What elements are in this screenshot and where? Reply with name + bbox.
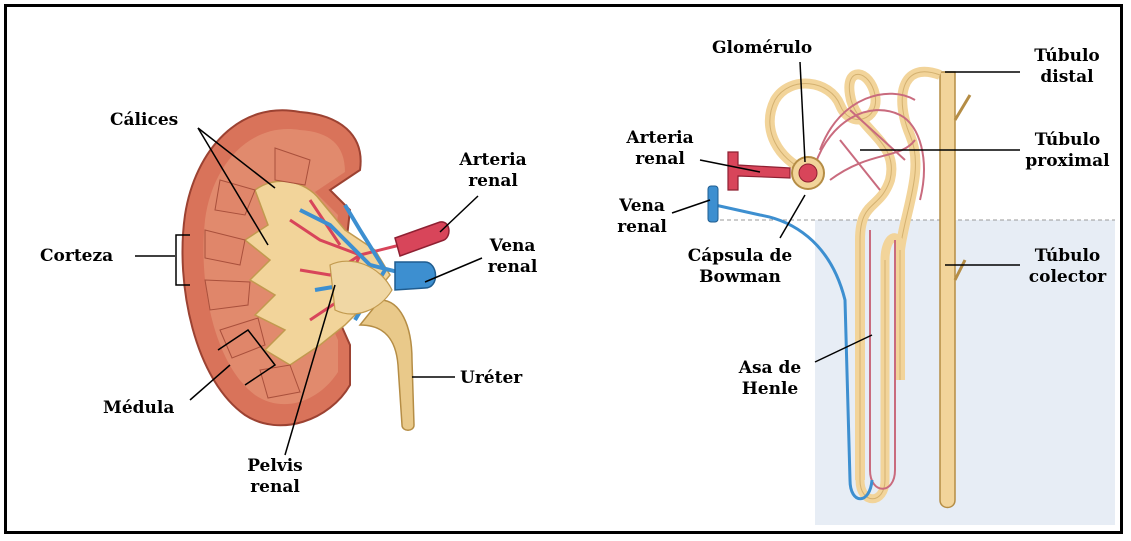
kidney-diagram: [135, 110, 482, 455]
label-capsula-line2: Bowman: [680, 267, 800, 288]
label-nephron-vena-line2: renal: [603, 217, 681, 238]
label-tubulo-colector: Túbulo colector: [1015, 246, 1120, 288]
label-tubulo-distal: Túbulo distal: [1022, 46, 1112, 88]
label-corteza: Corteza: [40, 246, 113, 267]
label-proximal-line2: proximal: [1015, 151, 1120, 172]
label-glomerulo: Glomérulo: [712, 38, 812, 59]
label-kidney-vena-renal: Vena renal: [470, 236, 555, 278]
collecting-duct: [940, 72, 955, 508]
label-kidney-arteria-renal: Arteria renal: [448, 150, 538, 192]
label-nephron-arteria-line2: renal: [615, 149, 705, 170]
label-ureter: Uréter: [460, 368, 522, 389]
label-kidney-vena-line1: Vena: [470, 236, 555, 257]
label-kidney-vena-line2: renal: [470, 257, 555, 278]
label-medula: Médula: [103, 398, 174, 419]
label-asa-line1: Asa de: [730, 358, 810, 379]
label-calices: Cálices: [110, 110, 178, 131]
glomerulus: [799, 164, 817, 182]
label-nephron-vena-renal: Vena renal: [603, 196, 681, 238]
label-nephron-arteria-renal: Arteria renal: [615, 128, 705, 170]
label-nephron-arteria-line1: Arteria: [615, 128, 705, 149]
label-pelvis-line2: renal: [230, 477, 320, 498]
label-colector-line1: Túbulo: [1015, 246, 1120, 267]
label-kidney-arteria-line1: Arteria: [448, 150, 538, 171]
label-pelvis-line1: Pelvis: [230, 456, 320, 477]
label-nephron-vena-line1: Vena: [603, 196, 681, 217]
renal-vein-trunk: [395, 262, 436, 290]
label-asa-line2: Henle: [730, 379, 810, 400]
label-tubulo-proximal: Túbulo proximal: [1015, 130, 1120, 172]
renal-artery-trunk: [395, 222, 449, 256]
label-distal-line1: Túbulo: [1022, 46, 1112, 67]
label-asa-henle: Asa de Henle: [730, 358, 810, 400]
label-colector-line2: colector: [1015, 267, 1120, 288]
label-capsula-bowman: Cápsula de Bowman: [680, 246, 800, 288]
label-kidney-arteria-line2: renal: [448, 171, 538, 192]
label-capsula-line1: Cápsula de: [680, 246, 800, 267]
renal-vein-stub: [708, 186, 718, 222]
label-proximal-line1: Túbulo: [1015, 130, 1120, 151]
label-distal-line2: distal: [1022, 67, 1112, 88]
ureter-tube: [360, 300, 414, 430]
label-pelvis-renal: Pelvis renal: [230, 456, 320, 498]
